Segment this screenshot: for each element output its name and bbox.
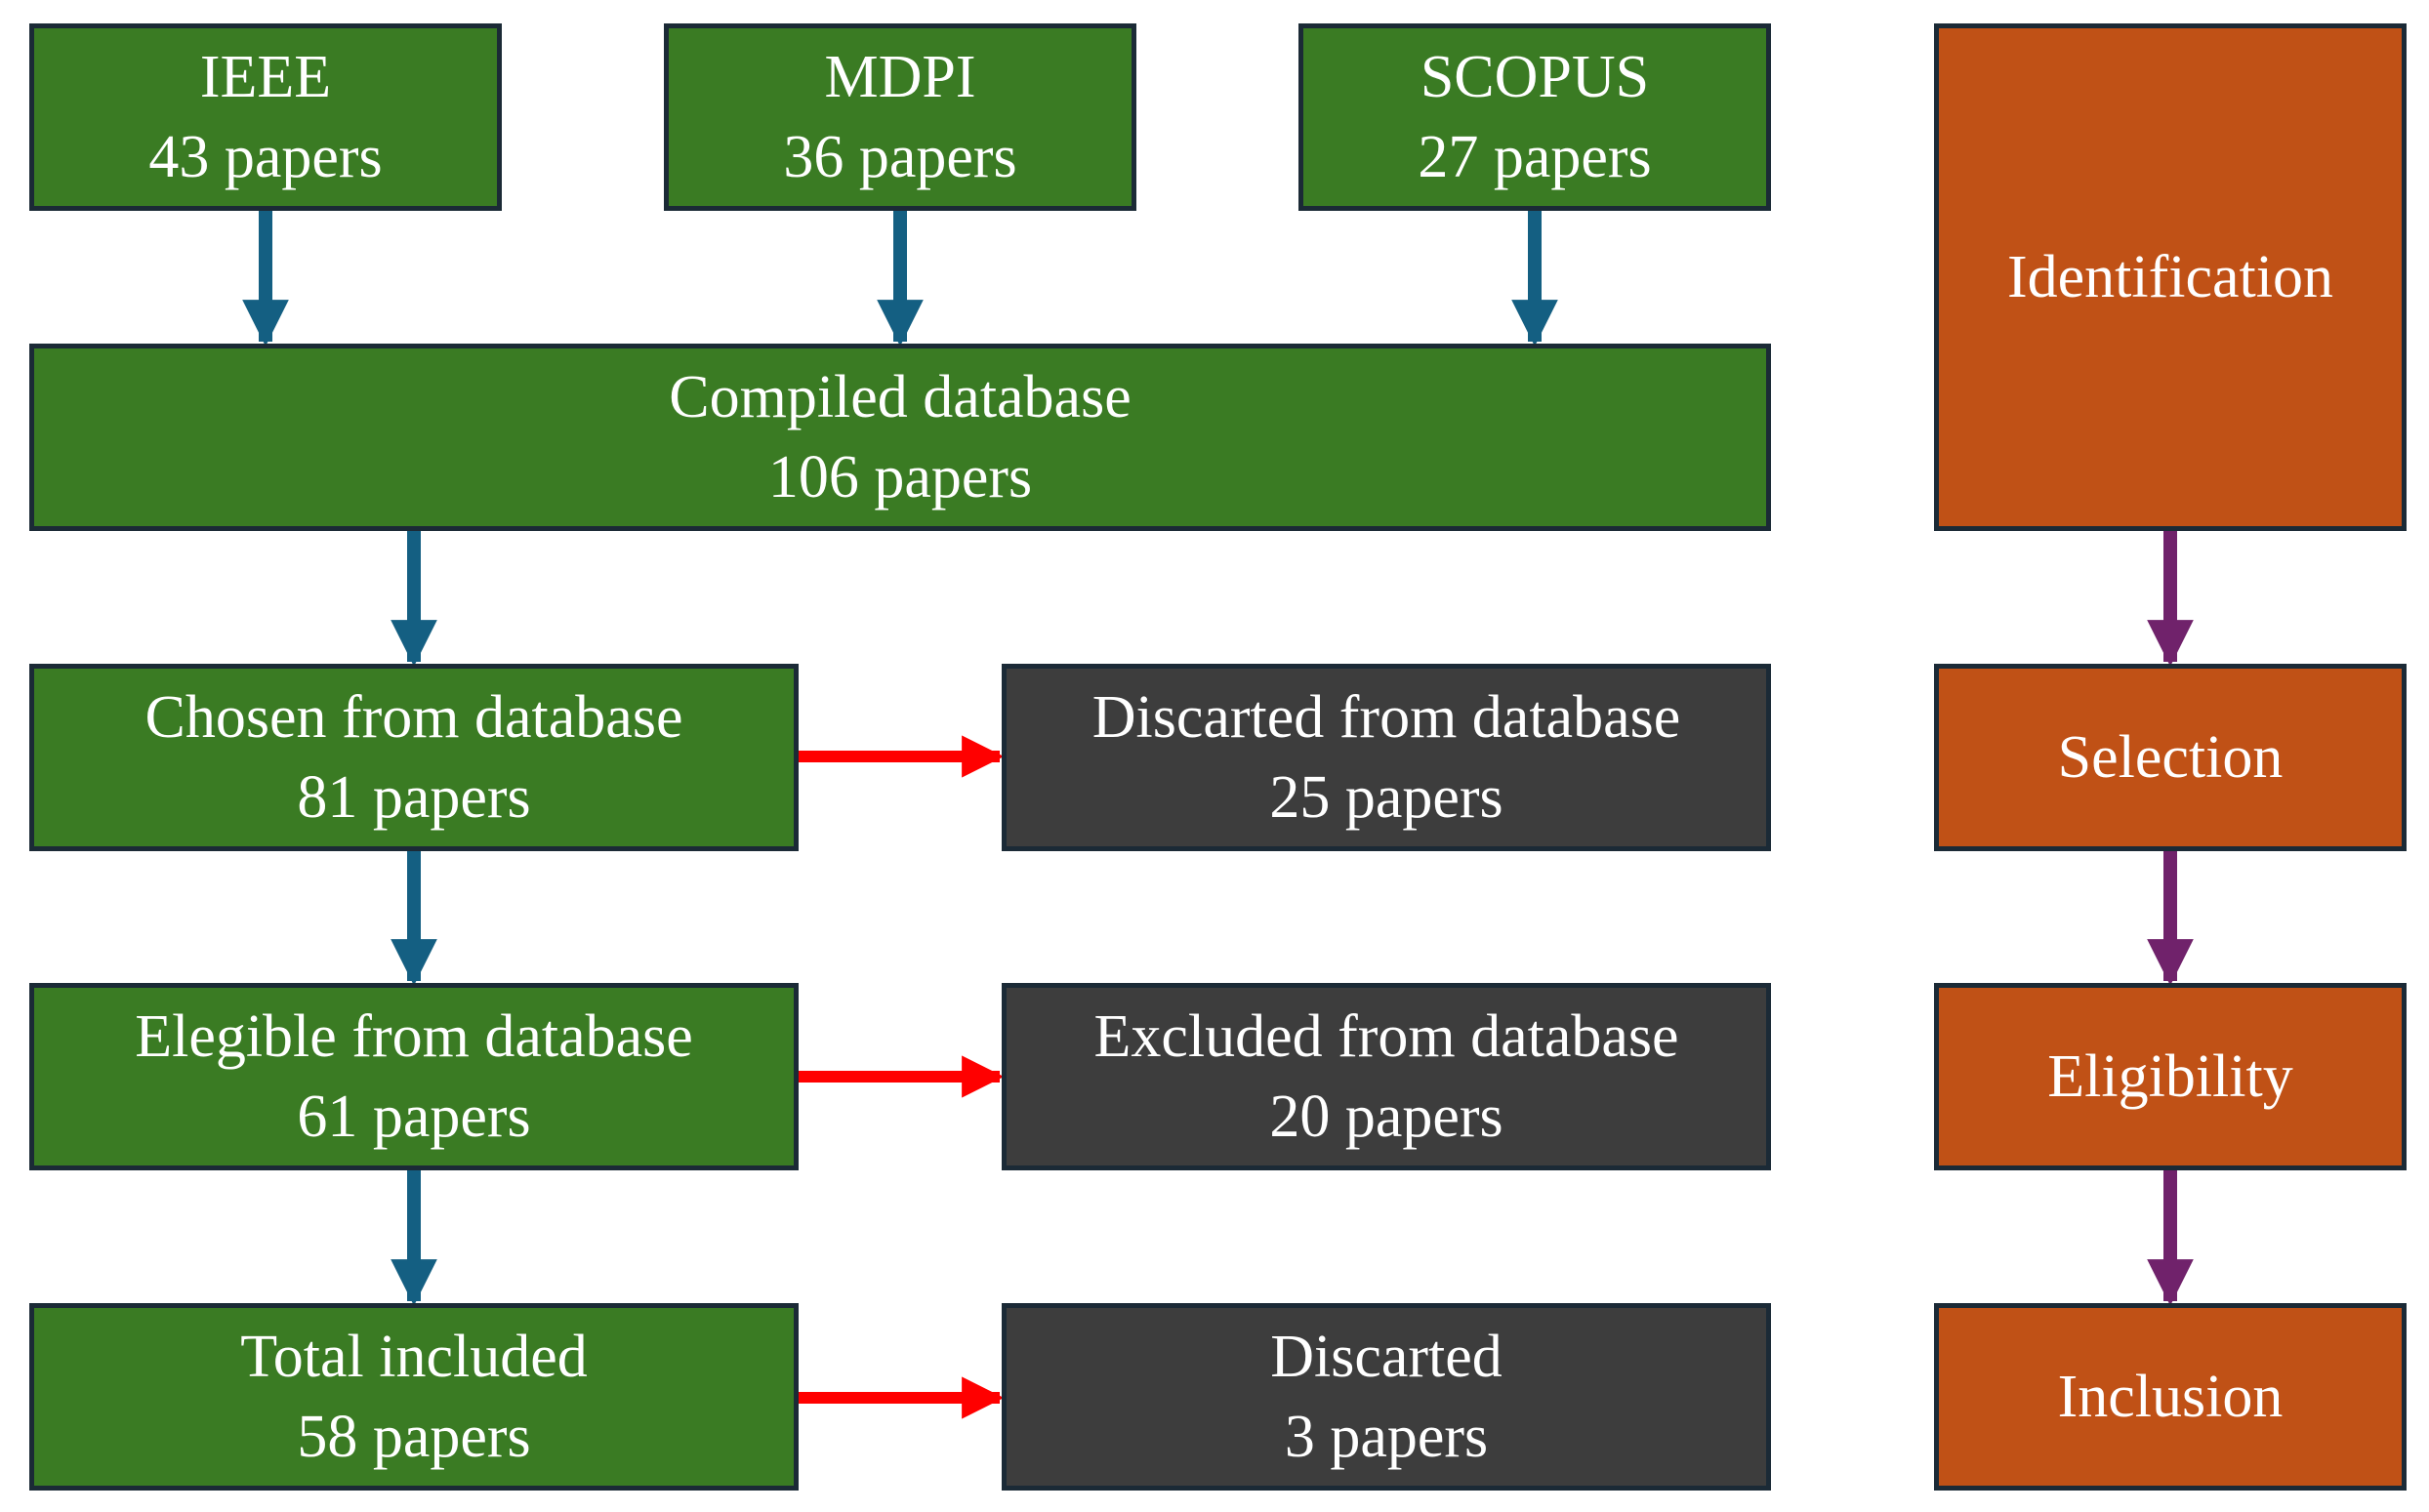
discarted-label: Discarted from database <box>1091 684 1681 751</box>
excluded-count: 20 papers <box>1269 1083 1503 1150</box>
discarted-count: 25 papers <box>1269 764 1503 831</box>
elegible-label: Elegible from database <box>135 1003 693 1070</box>
stage-label: Selection <box>2057 724 2284 791</box>
discarted-final-label: Discarted <box>1270 1324 1503 1390</box>
source-name: IEEE <box>199 44 332 110</box>
chosen-box: Chosen from database 81 papers <box>29 664 799 851</box>
stage-eligibility: Eligibility <box>1934 983 2407 1170</box>
chosen-label: Chosen from database <box>144 684 683 751</box>
source-count: 43 papers <box>148 124 383 190</box>
total-included-box: Total included 58 papers <box>29 1303 799 1491</box>
source-count: 27 papers <box>1418 124 1652 190</box>
source-box-mdpi: MDPI 36 papers <box>664 23 1136 211</box>
source-name: MDPI <box>824 44 976 110</box>
discarted-final-count: 3 papers <box>1284 1404 1489 1470</box>
stage-label: Eligibility <box>2047 1043 2293 1110</box>
stage-selection: Selection <box>1934 664 2407 851</box>
total-label: Total included <box>240 1324 588 1390</box>
stage-inclusion: Inclusion <box>1934 1303 2407 1491</box>
discarted-from-database-box: Discarted from database 25 papers <box>1002 664 1771 851</box>
chosen-count: 81 papers <box>297 764 531 831</box>
stage-label: Identification <box>2007 244 2333 310</box>
compiled-count: 106 papers <box>767 444 1033 511</box>
excluded-label: Excluded from database <box>1093 1003 1679 1070</box>
compiled-database-box: Compiled database 106 papers <box>29 344 1771 531</box>
compiled-label: Compiled database <box>669 364 1132 430</box>
source-box-scopus: SCOPUS 27 papers <box>1298 23 1771 211</box>
excluded-box: Excluded from database 20 papers <box>1002 983 1771 1170</box>
stage-identification: Identification <box>1934 23 2407 531</box>
total-count: 58 papers <box>297 1404 531 1470</box>
source-count: 36 papers <box>783 124 1017 190</box>
discarted-box: Discarted 3 papers <box>1002 1303 1771 1491</box>
elegible-count: 61 papers <box>297 1083 531 1150</box>
elegible-box: Elegible from database 61 papers <box>29 983 799 1170</box>
stage-label: Inclusion <box>2057 1364 2284 1430</box>
source-box-ieee: IEEE 43 papers <box>29 23 502 211</box>
source-name: SCOPUS <box>1420 44 1650 110</box>
